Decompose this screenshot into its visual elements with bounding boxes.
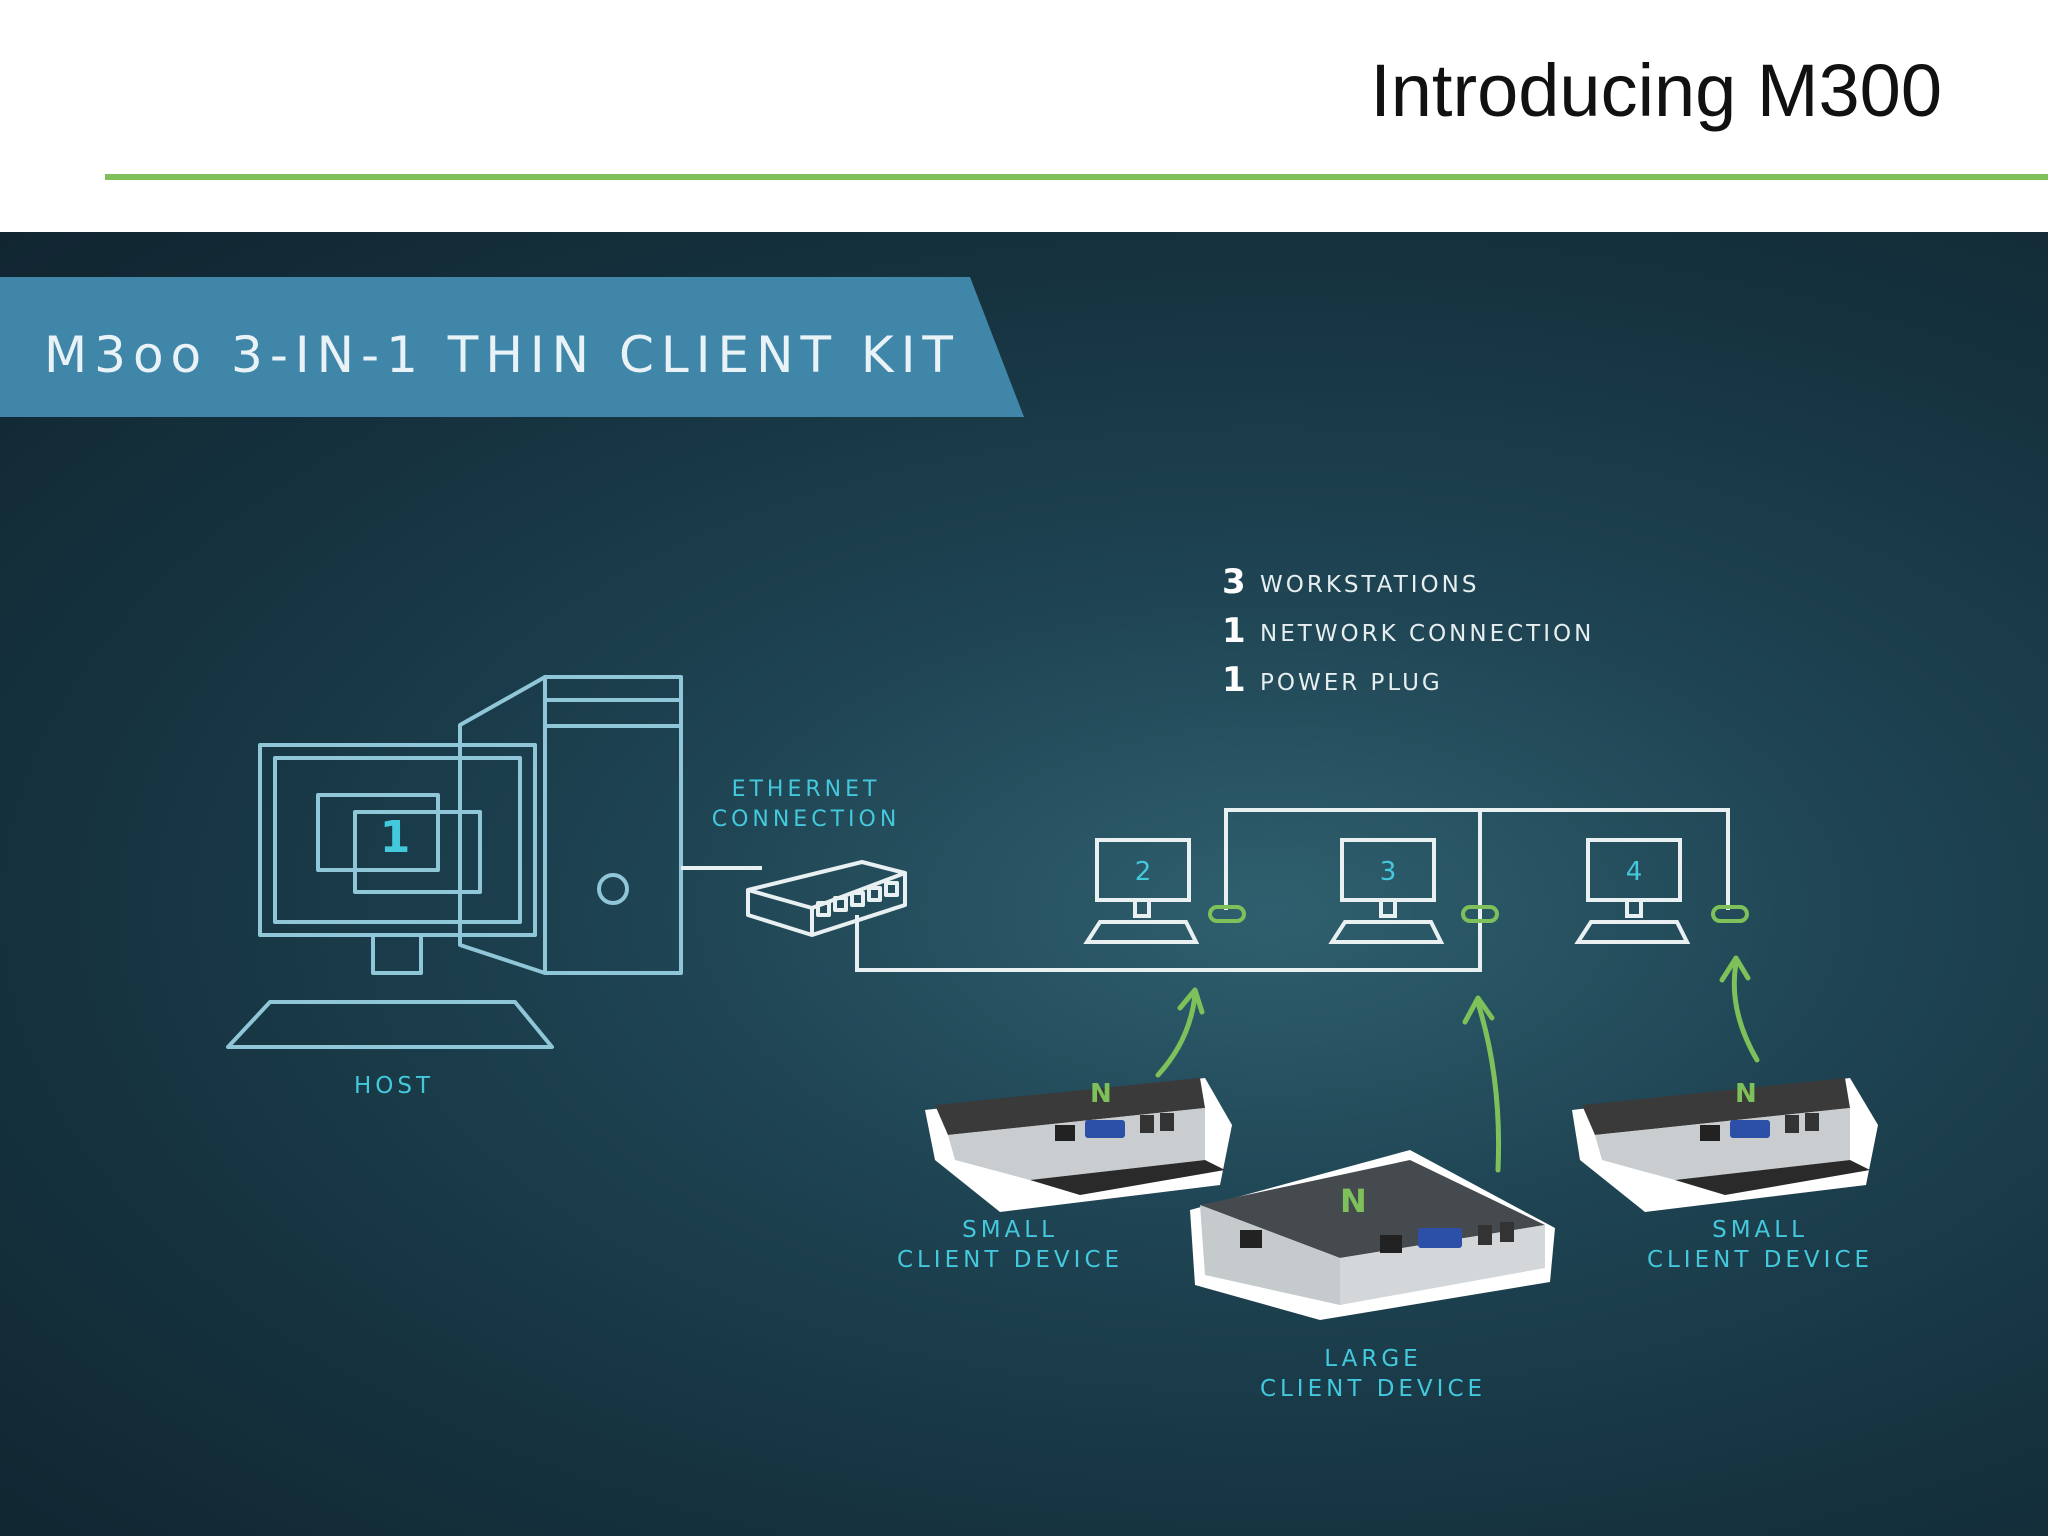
device-logo-right: N xyxy=(1735,1079,1757,1109)
workstation-2-icon xyxy=(1083,838,1200,944)
host-screen-number: 1 xyxy=(380,812,411,863)
arrow-left xyxy=(1155,992,1198,1078)
large-client-device-image: N xyxy=(1190,1150,1555,1320)
arrow-center xyxy=(1475,1000,1502,1173)
port-ws4 xyxy=(1711,905,1749,923)
small-client-device-left-image: N xyxy=(925,1078,1232,1212)
connection-arrows xyxy=(1155,955,1760,1173)
ethernet-label-line2: CONNECTION xyxy=(712,807,901,832)
slide-title: Introducing M300 xyxy=(1370,49,1942,132)
host-label: HOST xyxy=(354,1073,434,1099)
workstation-4-number: 4 xyxy=(1626,857,1643,887)
small-client-right-line1: SMALL xyxy=(1712,1217,1808,1243)
workstation-3-number: 3 xyxy=(1380,857,1397,887)
summary-list: 3 WORKSTATIONS 1 NETWORK CONNECTION 1 PO… xyxy=(1222,562,1594,700)
small-client-left-line1: SMALL xyxy=(962,1217,1058,1243)
small-client-left-line2: CLIENT DEVICE xyxy=(897,1247,1123,1273)
small-client-device-right-image: N xyxy=(1572,1078,1878,1212)
ethernet-label-line1: ETHERNET xyxy=(732,777,881,802)
arrow-right xyxy=(1731,960,1760,1063)
device-logo-left: N xyxy=(1090,1079,1112,1109)
diagram-panel: M3oo 3-IN-1 THIN CLIENT KIT 3 WORKSTATIO… xyxy=(0,232,2048,1536)
port-ws3 xyxy=(1461,905,1499,923)
summary-count-power: 1 xyxy=(1222,660,1246,700)
large-client-line1: LARGE xyxy=(1324,1346,1421,1372)
ethernet-switch-icon xyxy=(746,860,907,937)
banner-title: M3oo 3-IN-1 THIN CLIENT KIT xyxy=(44,326,960,384)
network-diagram: M3oo 3-IN-1 THIN CLIENT KIT 3 WORKSTATIO… xyxy=(0,277,1878,1402)
host-computer-icon xyxy=(226,675,683,1049)
workstation-4-icon xyxy=(1574,838,1691,944)
client-ports xyxy=(1208,905,1749,923)
summary-count-network: 1 xyxy=(1222,611,1246,651)
workstation-3-icon xyxy=(1328,838,1445,944)
port-ws2 xyxy=(1208,905,1246,923)
device-logo-large: N xyxy=(1340,1182,1367,1220)
summary-text-power: POWER PLUG xyxy=(1260,670,1443,696)
summary-text-network: NETWORK CONNECTION xyxy=(1260,621,1594,647)
summary-count-workstations: 3 xyxy=(1222,562,1246,602)
title-underline xyxy=(105,174,2048,180)
small-client-right-line2: CLIENT DEVICE xyxy=(1647,1247,1873,1273)
network-cables xyxy=(681,808,1730,972)
workstation-2-number: 2 xyxy=(1135,857,1152,887)
banner-ribbon xyxy=(0,277,1024,417)
large-client-line2: CLIENT DEVICE xyxy=(1260,1376,1486,1402)
summary-text-workstations: WORKSTATIONS xyxy=(1260,572,1479,598)
